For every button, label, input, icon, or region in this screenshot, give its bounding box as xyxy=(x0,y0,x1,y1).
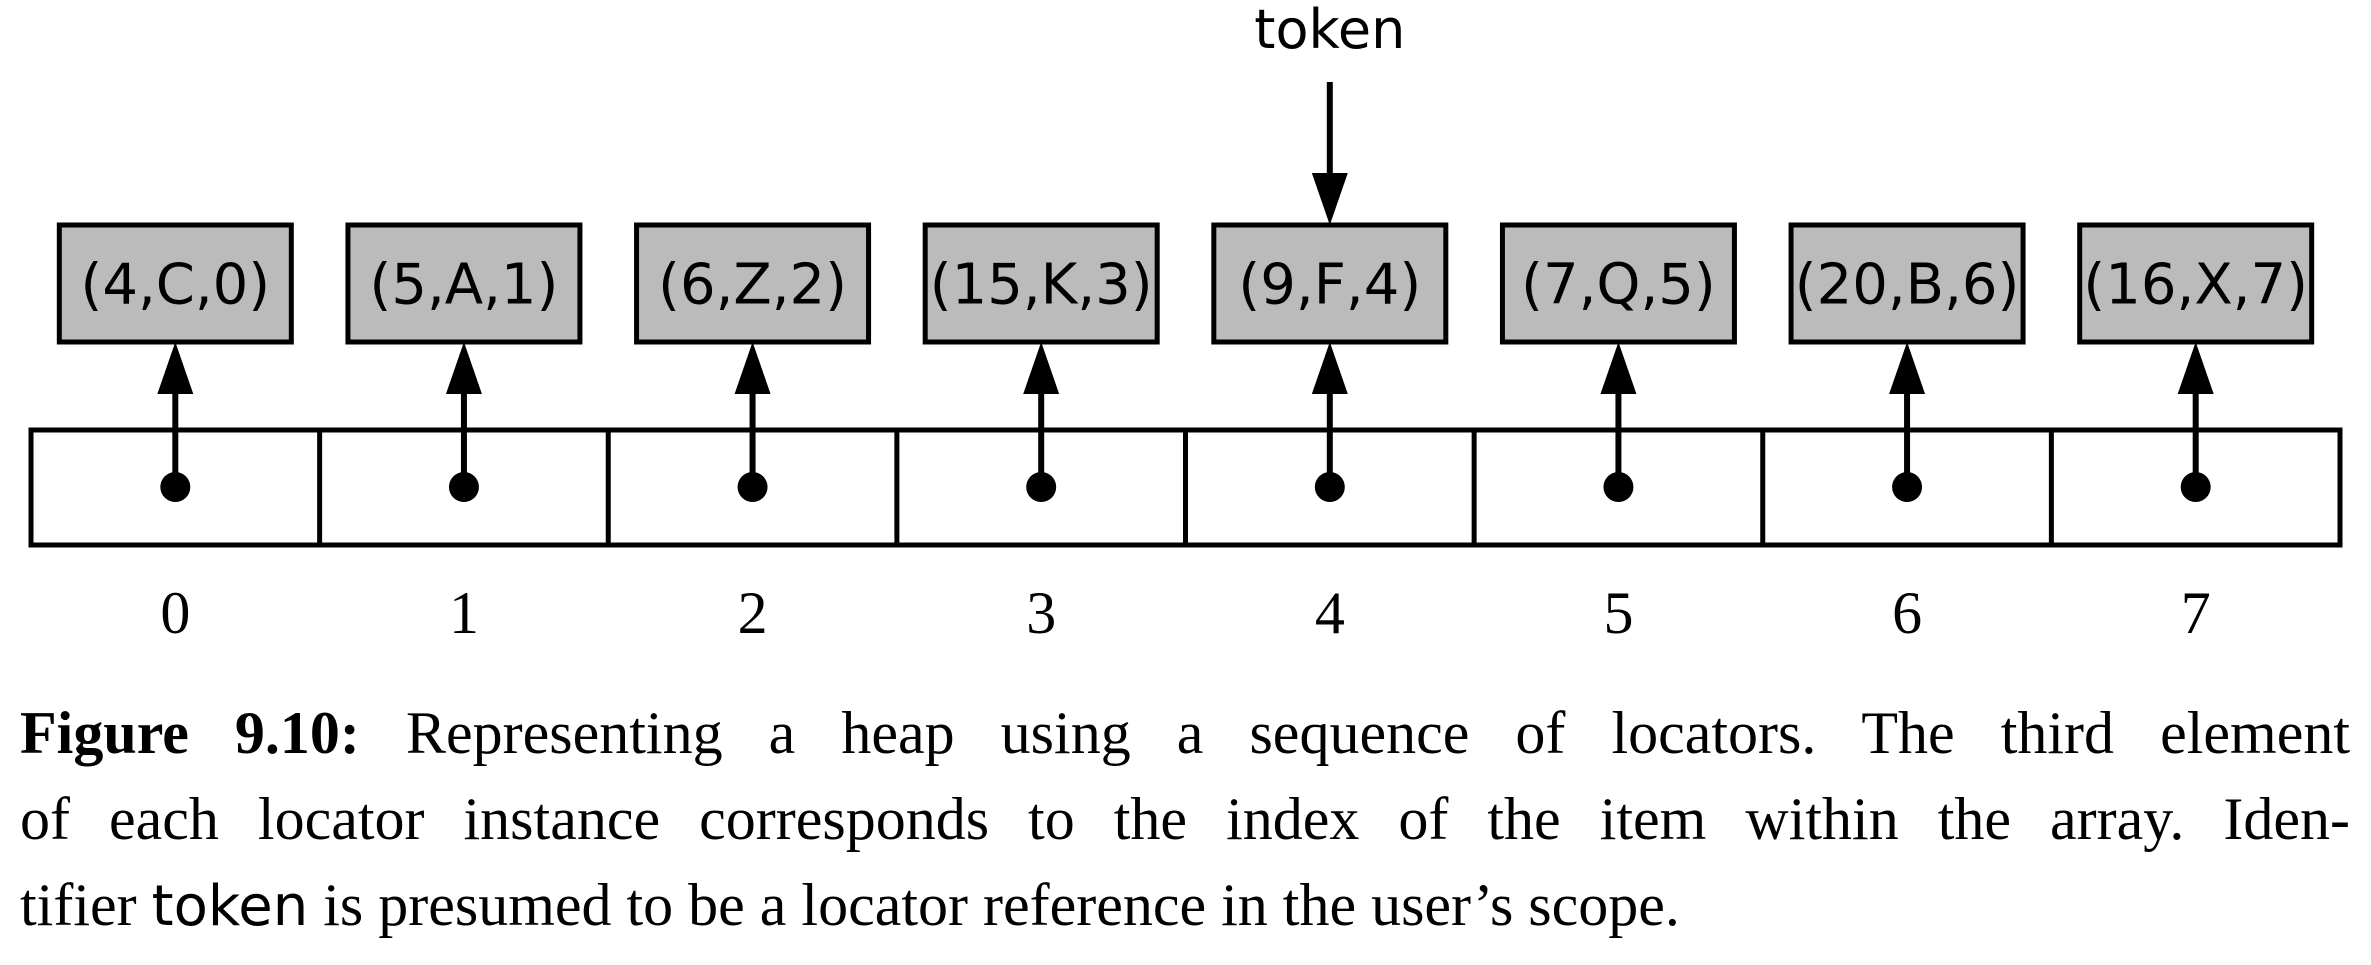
caption-line-2: of each locator instance corresponds to … xyxy=(20,786,2350,852)
array-index-label: 4 xyxy=(1315,580,1345,646)
caption-line-3: tifier token is presumed to be a locator… xyxy=(20,862,2350,950)
array-index-label: 1 xyxy=(449,580,479,646)
pointer-arrowhead xyxy=(157,342,194,394)
caption-line-3-prefix: tifier xyxy=(20,872,137,938)
pointer-arrowhead xyxy=(2177,342,2214,394)
locator-box-rect xyxy=(1788,222,2026,345)
array-index-label: 3 xyxy=(1026,580,1056,646)
pointer-arrowhead xyxy=(734,342,771,394)
locator-text: (4,C,0) xyxy=(80,253,270,318)
caption-inline-code-token: token xyxy=(151,874,309,939)
heap-locator-diagram: token (4,C,0) (5,A,1) (6,Z,2) (15,K,3) (9,F,… xyxy=(28,0,2343,646)
locator-text: (20,B,6) xyxy=(1795,253,2020,318)
locator-box: (5,A,1) xyxy=(345,222,583,345)
locator-text: (16,X,7) xyxy=(2083,253,2308,318)
cell-pointer xyxy=(1600,342,1637,502)
cell-pointer xyxy=(445,342,482,502)
locator-box-rect xyxy=(1211,222,1449,345)
token-pointer-arrow xyxy=(1311,82,1348,225)
locator-box-rect xyxy=(634,222,872,345)
locator-box: (9,F,4) xyxy=(1211,222,1449,345)
array-index-label: 2 xyxy=(738,580,768,646)
locator-box-rect xyxy=(1499,222,1737,345)
locator-box: (16,X,7) xyxy=(2077,222,2315,345)
locator-box: (20,B,6) xyxy=(1788,222,2026,345)
array-index-label: 6 xyxy=(1892,580,1922,646)
locator-box-rect xyxy=(922,222,1160,345)
locator-box-rect xyxy=(345,222,583,345)
pointer-arrowhead xyxy=(1600,342,1637,394)
locator-text: (6,Z,2) xyxy=(658,253,847,318)
pointer-arrowhead xyxy=(445,342,482,394)
locator-box: (4,C,0) xyxy=(56,222,294,345)
locator-box: (15,K,3) xyxy=(922,222,1160,345)
array-index-label: 0 xyxy=(160,580,190,646)
locator-box-rect xyxy=(2077,222,2315,345)
cell-pointer xyxy=(1889,342,1926,502)
cell-pointer xyxy=(1311,342,1348,502)
caption-text-line-1: Representing a heap using a sequence of … xyxy=(406,700,2350,766)
locator-text: (15,K,3) xyxy=(930,253,1153,318)
caption-line-1: Figure 9.10: Representing a heap using a… xyxy=(20,690,2350,776)
caption-label: Figure 9.10: xyxy=(20,700,360,766)
locator-box: (6,Z,2) xyxy=(634,222,872,345)
locator-box-rect xyxy=(56,222,294,345)
cell-pointer xyxy=(2177,342,2214,502)
locator-text: (7,Q,5) xyxy=(1521,253,1716,318)
cell-pointer xyxy=(1023,342,1060,502)
pointer-arrowhead xyxy=(1311,342,1348,394)
pointer-arrowhead xyxy=(1889,342,1926,394)
cell-pointer xyxy=(734,342,771,502)
caption-line-3-suffix: is presumed to be a locator reference in… xyxy=(323,872,1680,938)
token-arrowhead xyxy=(1311,173,1348,225)
locator-box: (7,Q,5) xyxy=(1499,222,1737,345)
figure-caption: Figure 9.10: Representing a heap using a… xyxy=(20,690,2350,950)
pointer-arrowhead xyxy=(1023,342,1060,394)
cell-pointer xyxy=(157,342,194,502)
array-index-label: 5 xyxy=(1603,580,1633,646)
locator-text: (9,F,4) xyxy=(1238,253,1421,318)
token-pointer-label: token xyxy=(1254,0,1405,61)
array-index-label: 7 xyxy=(2181,580,2211,646)
locator-text: (5,A,1) xyxy=(370,253,559,318)
